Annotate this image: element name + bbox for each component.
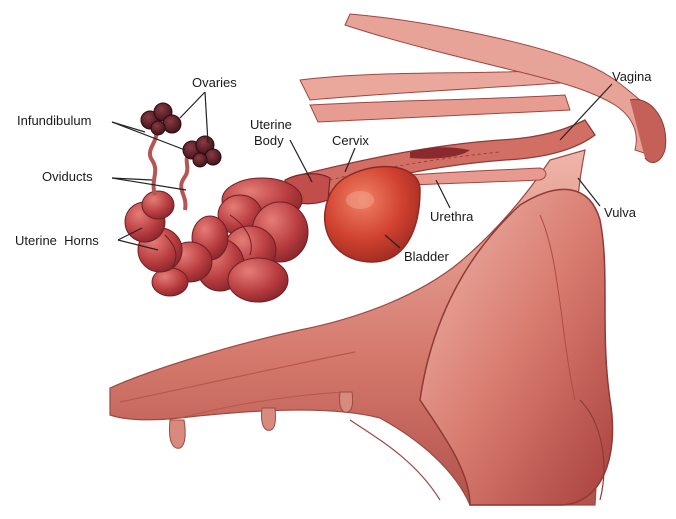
rectum-band — [310, 95, 570, 122]
label-infundibulum: Infundibulum — [17, 114, 91, 128]
uterine-horns — [125, 178, 308, 302]
ovary — [141, 103, 181, 135]
label-bladder: Bladder — [404, 250, 449, 264]
label-cervix: Cervix — [332, 134, 369, 148]
teat — [169, 420, 185, 448]
teat — [339, 392, 352, 412]
label-urethra: Urethra — [430, 210, 473, 224]
label-vulva: Vulva — [604, 206, 636, 220]
label-oviducts: Oviducts — [42, 170, 93, 184]
label-uterine-body-line1: Uterine — [250, 118, 292, 132]
label-ovaries: Ovaries — [192, 76, 237, 90]
label-uterine-body-line2: Body — [254, 134, 284, 148]
oviduct — [181, 152, 190, 210]
teat — [261, 408, 275, 430]
urethra — [410, 168, 546, 185]
label-vagina: Vagina — [612, 70, 652, 84]
label-uterine-horns: Uterine Horns — [15, 234, 99, 248]
